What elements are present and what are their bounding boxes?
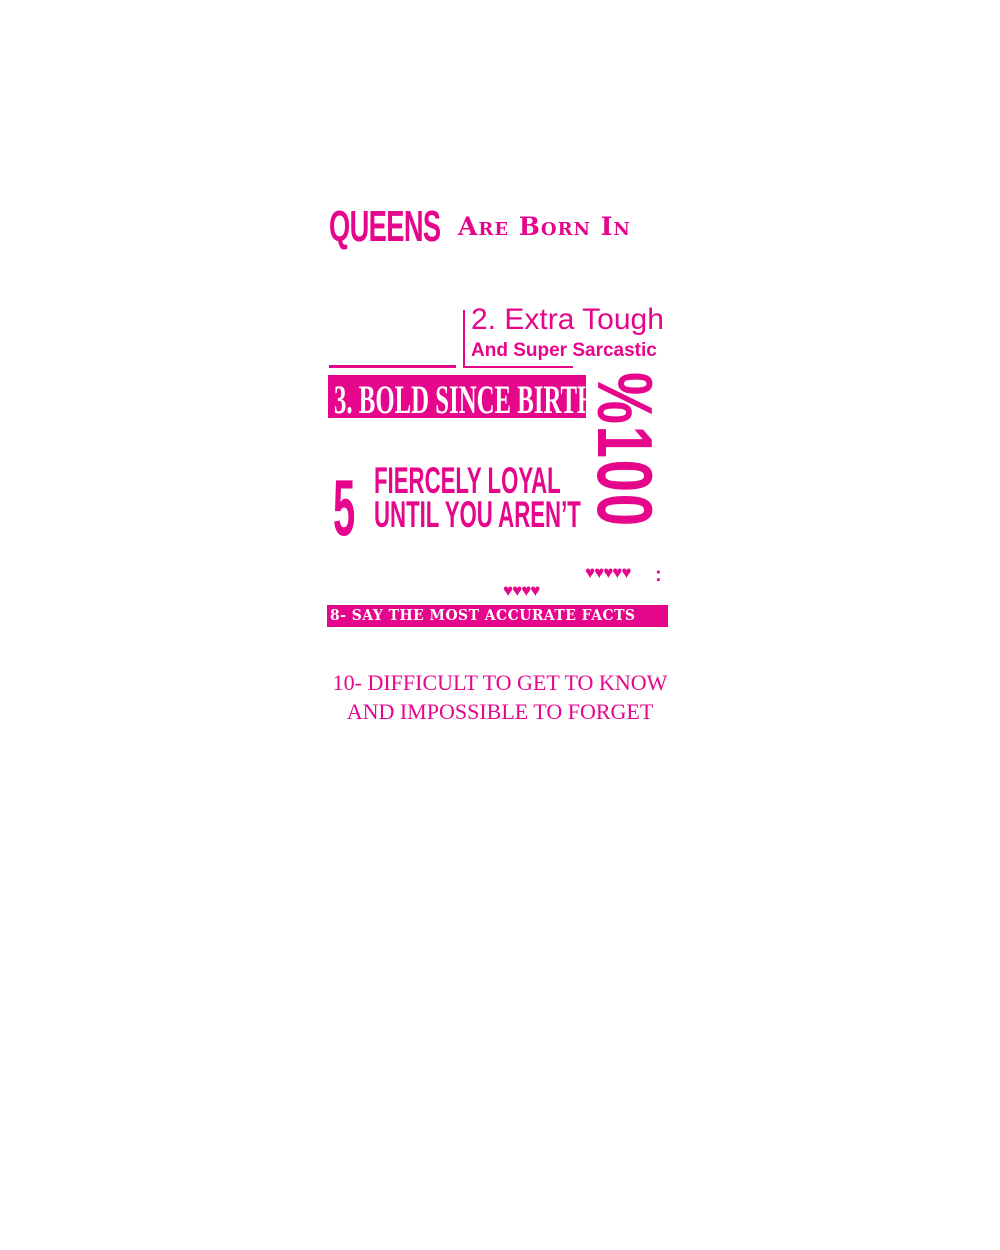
- divider: [463, 310, 465, 367]
- item-2-subtitle: And Super Sarcastic: [471, 340, 657, 361]
- item-5-line2: UNTIL YOU AREN’T: [374, 494, 581, 535]
- item-8-text: 8- SAY THE MOST ACCURATE FACTS: [330, 606, 636, 624]
- colon-mark: :: [655, 564, 662, 586]
- percent-100-vertical: %100: [581, 372, 669, 528]
- hearts-icon: ♥♥♥♥♥: [585, 563, 631, 582]
- item-5-number: 5: [333, 463, 356, 552]
- item-10-line1: 10- DIFFICULT TO GET TO KNOW: [332, 670, 668, 695]
- item-5-line1: FIERCELY LOYAL: [374, 460, 561, 501]
- item-5-text: FIERCELY LOYAL UNTIL YOU AREN’T: [374, 460, 581, 535]
- divider: [463, 366, 573, 368]
- item-8-banner: [327, 605, 668, 627]
- item-3-banner: [328, 375, 586, 418]
- divider: [329, 365, 456, 368]
- item-3-text: 3. BOLD SINCE BIRTH: [334, 377, 597, 422]
- headline-born-in: Are Born In: [458, 212, 631, 241]
- headline-queens: QUEENS: [329, 202, 441, 251]
- item-10-text: 10- DIFFICULT TO GET TO KNOW AND IMPOSSI…: [300, 668, 700, 726]
- item-2-title: 2. Extra Tough: [471, 303, 664, 336]
- hearts-icon: ♥♥♥♥: [503, 581, 540, 600]
- item-10-line2: AND IMPOSSIBLE TO FORGET: [346, 699, 654, 724]
